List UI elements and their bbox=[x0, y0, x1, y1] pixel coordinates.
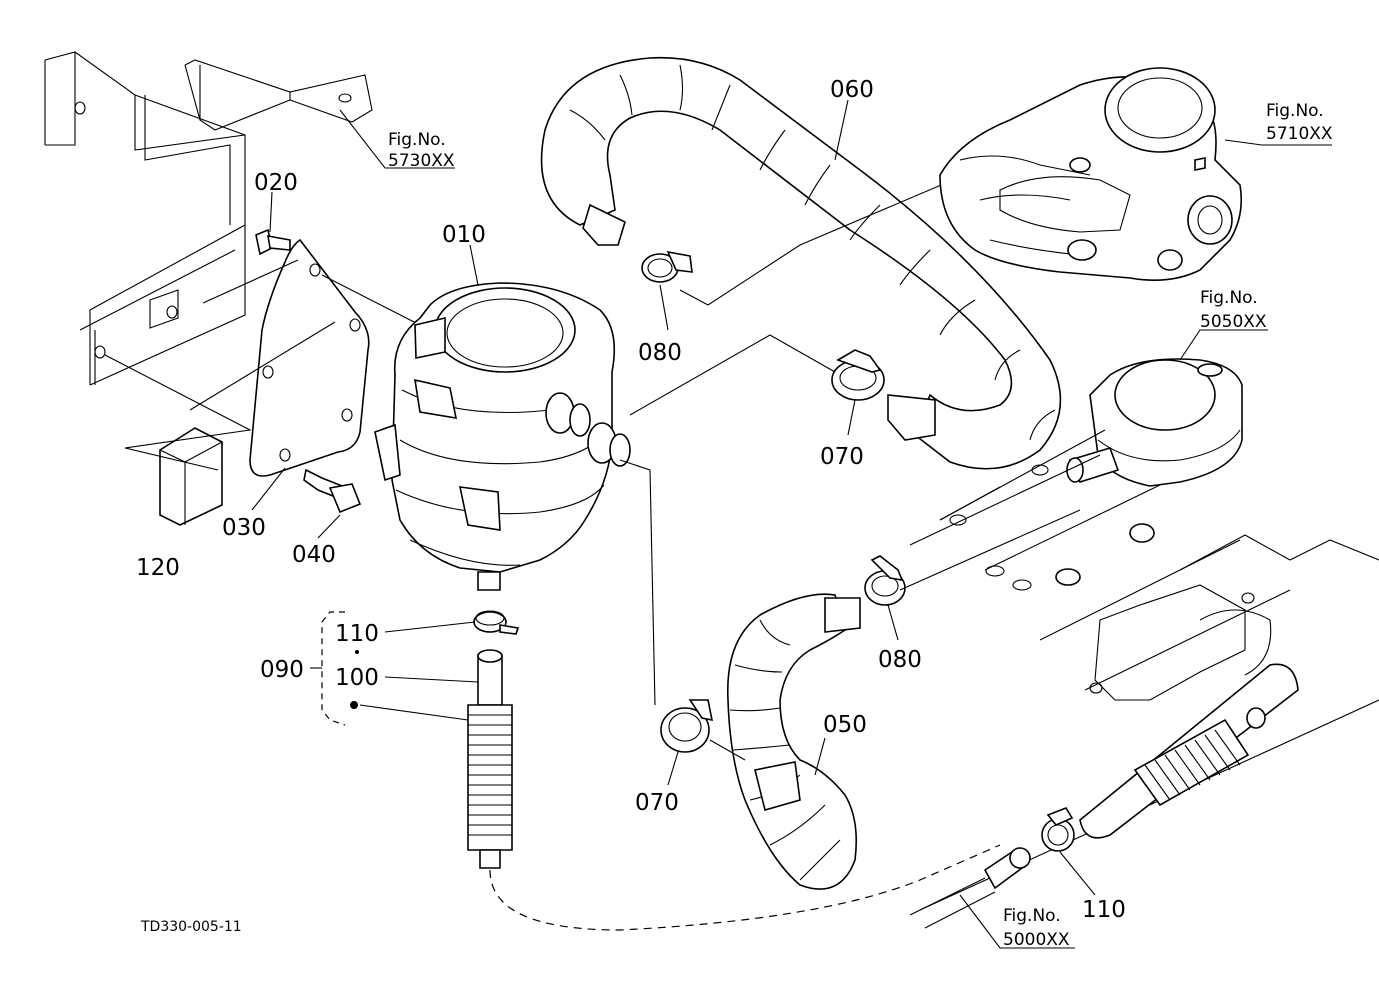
label-010: 010 bbox=[442, 222, 486, 248]
figref-5710: Fig.No. 5710XX bbox=[1266, 101, 1333, 144]
label-070-upper: 070 bbox=[820, 444, 864, 470]
label-080-upper: 080 bbox=[638, 340, 682, 366]
figref-5000-number: 5000XX bbox=[1003, 930, 1070, 950]
corrugated-hose bbox=[467, 704, 513, 869]
label-120: 120 bbox=[136, 555, 180, 581]
label-050: 050 bbox=[823, 712, 867, 738]
clamp-110-upper bbox=[473, 610, 520, 635]
bolt-020 bbox=[255, 228, 291, 256]
figref-5050: Fig.No. 5050XX bbox=[1200, 288, 1267, 332]
clamp-110-lower bbox=[1041, 807, 1075, 852]
drawing-code: TD330-005-11 bbox=[140, 919, 242, 935]
clamp-070-upper bbox=[831, 349, 885, 401]
hose-100 bbox=[477, 649, 503, 706]
clamp-070-lower bbox=[660, 699, 714, 753]
figref-5730: Fig.No. 5730XX bbox=[388, 130, 455, 171]
figref-5710-label: Fig.No. bbox=[1266, 101, 1324, 121]
figref-5000: Fig.No. 5000XX bbox=[1003, 906, 1070, 950]
breather-cover bbox=[1066, 358, 1243, 487]
figref-5050-label: Fig.No. bbox=[1200, 288, 1258, 308]
label-090: 090 bbox=[260, 657, 304, 683]
spacer-block-120 bbox=[159, 427, 223, 526]
hose-060 bbox=[540, 56, 1062, 470]
bolt-040 bbox=[303, 468, 362, 514]
figref-5000-label: Fig.No. bbox=[1003, 906, 1061, 926]
figref-5050-number: 5050XX bbox=[1200, 312, 1267, 332]
label-110-lower: 110 bbox=[1082, 897, 1126, 923]
label-060: 060 bbox=[830, 77, 874, 103]
label-110-upper: 110 bbox=[335, 621, 379, 647]
figref-5730-label: Fig.No. bbox=[388, 130, 446, 150]
label-070-lower: 070 bbox=[635, 790, 679, 816]
figref-5710-number: 5710XX bbox=[1266, 124, 1333, 144]
clamp-080-lower bbox=[864, 555, 906, 606]
hose-050 bbox=[726, 593, 861, 890]
label-100: 100 bbox=[335, 665, 379, 691]
drain-hose bbox=[983, 663, 1299, 890]
figref-5730-number: 5730XX bbox=[388, 151, 455, 171]
label-040: 040 bbox=[292, 542, 336, 568]
label-020: 020 bbox=[254, 170, 298, 196]
bracket-frame bbox=[44, 51, 373, 386]
gasket-030 bbox=[249, 238, 370, 477]
label-080-lower: 080 bbox=[878, 647, 922, 673]
clamp-080-upper bbox=[641, 250, 693, 283]
oil-separator-010 bbox=[374, 282, 631, 591]
label-030: 030 bbox=[222, 515, 266, 541]
engine-block bbox=[909, 429, 1379, 911]
throttle-body bbox=[939, 67, 1243, 282]
